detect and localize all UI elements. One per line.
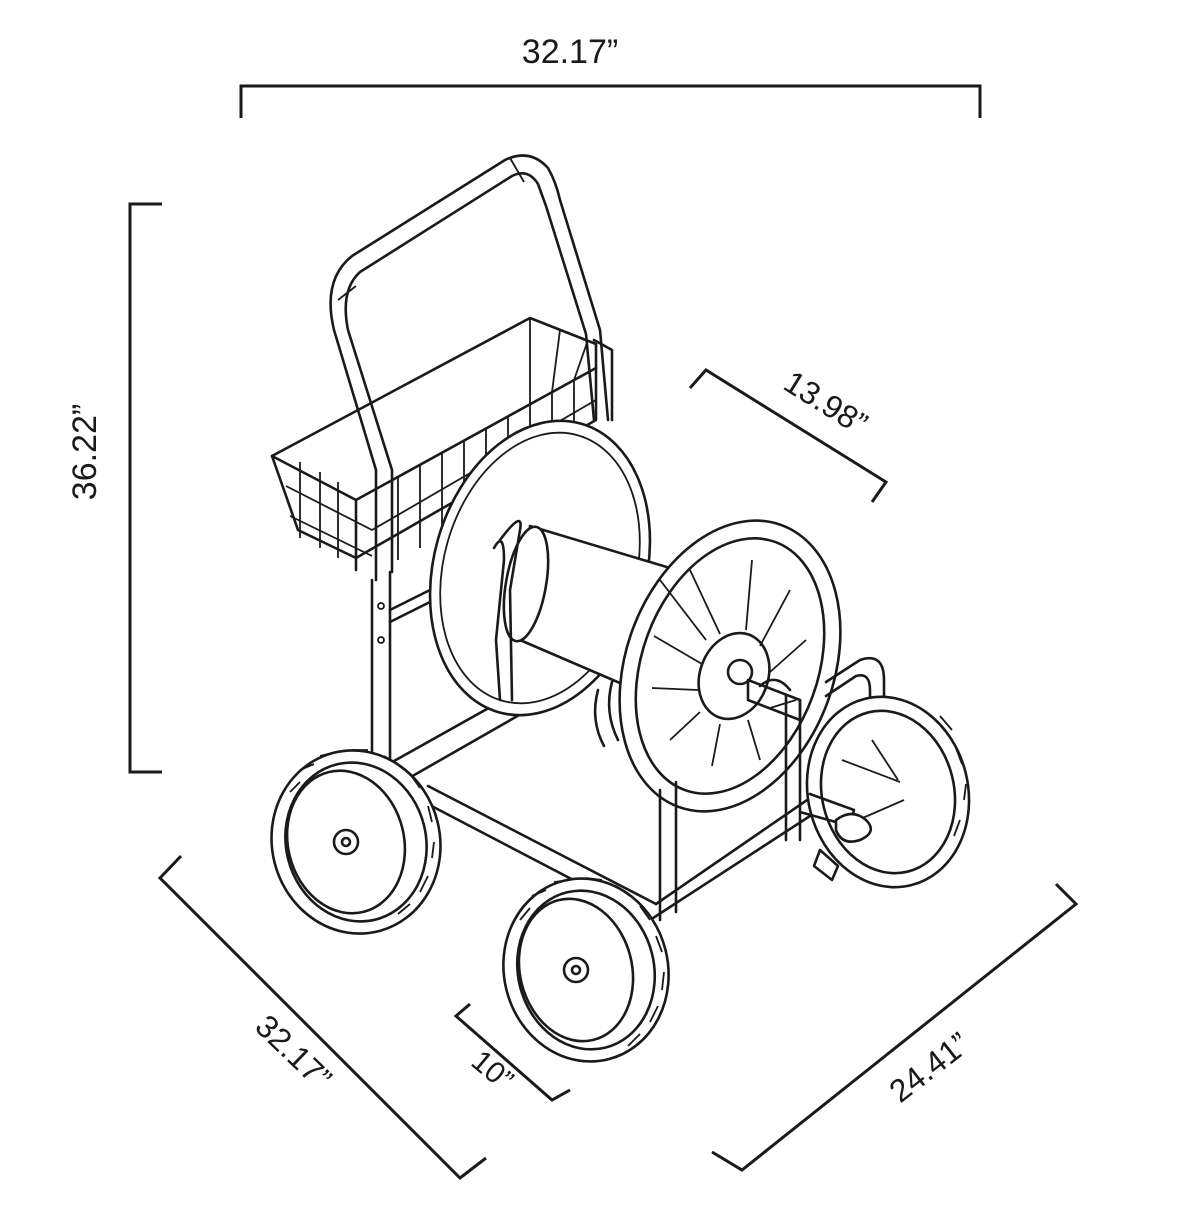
dimension-top-width-label: 32.17” xyxy=(522,33,618,71)
dimension-base-depth-label: 32.17” xyxy=(249,1008,339,1097)
frame-bolts xyxy=(377,602,385,644)
dimension-base-width: 24.41” xyxy=(711,882,1079,1172)
wheel-front-left xyxy=(270,749,442,935)
dimension-height-label: 36.22” xyxy=(66,404,104,500)
dimension-reel-width: 13.98” xyxy=(688,363,889,503)
wheel-front-right xyxy=(502,877,670,1063)
dimension-base-width-label: 24.41” xyxy=(882,1025,976,1109)
wheel-rear-left xyxy=(593,680,620,748)
dimension-top-width: 32.17” xyxy=(239,33,982,118)
cart-handle xyxy=(329,154,614,582)
dimension-height: 36.22” xyxy=(66,202,162,774)
wheel-rear-right xyxy=(798,695,971,889)
dimension-wheel-diameter-label: 10” xyxy=(465,1044,519,1097)
hose xyxy=(492,519,522,702)
dimension-reel-width-label: 13.98” xyxy=(778,363,874,442)
hose-reel-cart xyxy=(270,154,971,1063)
